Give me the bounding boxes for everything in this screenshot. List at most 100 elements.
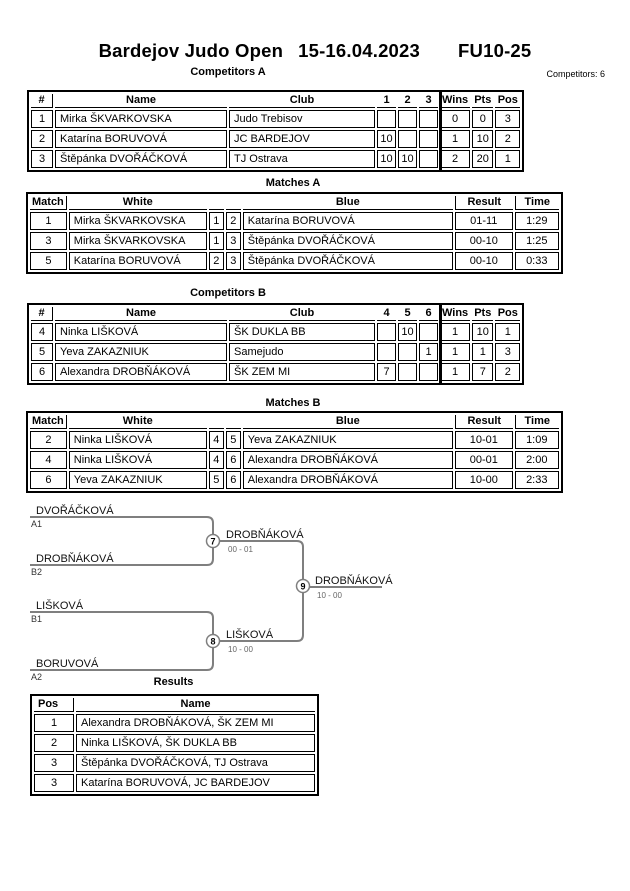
round-score-cell: [398, 130, 417, 148]
col-header-wins: Wins: [440, 307, 471, 321]
table-header-row: Pos Name: [34, 698, 315, 712]
match-number: 9: [300, 582, 305, 592]
knockout-bracket: DVOŘÁČKOVÁ A1 DROBŇÁKOVÁ B2 LIŠKOVÁ B1 B…: [30, 504, 393, 682]
pts-cell: 20: [472, 150, 494, 168]
blue-name-cell: Alexandra DROBŇÁKOVÁ: [242, 451, 453, 469]
col-header-round: 2: [398, 94, 417, 108]
time-cell: 2:00: [514, 451, 559, 469]
col-header-num: #: [31, 307, 53, 321]
name-cell: Mirka ŠKVARKOVSKA: [55, 110, 227, 128]
club-cell: TJ Ostrava: [229, 150, 375, 168]
blue-seed-cell: 3: [225, 232, 241, 250]
club-cell: JC BARDEJOV: [229, 130, 375, 148]
blue-seed-cell: 3: [225, 252, 241, 270]
match-num-cell: 5: [30, 252, 67, 270]
match-row: 3 Mirka ŠKVARKOVSKA 1 3 Štěpánka DVOŘÁČK…: [30, 232, 559, 250]
pos-cell: 3: [34, 754, 74, 772]
competitor-row: 1 Mirka ŠKVARKOVSKA Judo Trebisov 0 0 3: [31, 110, 521, 128]
wins-cell: 1: [440, 130, 471, 148]
white-seed-cell: 5: [208, 471, 224, 489]
match-row: 5 Katarína BORUVOVÁ 2 3 Štěpánka DVOŘÁČK…: [30, 252, 559, 270]
blue-seed-cell: 5: [225, 431, 241, 449]
stats-divider-line: [439, 90, 442, 172]
blue-seed-cell: 6: [225, 451, 241, 469]
time-cell: 1:29: [514, 212, 559, 230]
time-cell: 2:33: [514, 471, 559, 489]
round-score-cell: [419, 150, 438, 168]
club-cell: Samejudo: [229, 343, 375, 361]
pos-cell: 1: [495, 323, 521, 341]
seed-name: DVOŘÁČKOVÁ: [36, 504, 114, 517]
pos-cell: 3: [34, 774, 74, 792]
round-score-cell: [419, 323, 438, 341]
matches-b-table: Match White Blue Result Time 2 Ninka LIŠ…: [26, 411, 563, 493]
blue-name-cell: Štěpánka DVOŘÁČKOVÁ: [242, 232, 453, 250]
col-header-club: Club: [229, 307, 375, 321]
col-header-spacer: [225, 415, 241, 429]
name-cell: Alexandra DROBŇÁKOVÁ: [55, 363, 227, 381]
pos-cell: 3: [495, 343, 521, 361]
round-score-cell: 1: [419, 343, 438, 361]
match-num-cell: 2: [30, 431, 67, 449]
match-row: 1 Mirka ŠKVARKOVSKA 1 2 Katarína BORUVOV…: [30, 212, 559, 230]
pts-cell: 0: [472, 110, 494, 128]
col-header-pts: Pts: [472, 94, 494, 108]
wins-cell: 1: [440, 363, 471, 381]
result-row: 3 Katarína BORUVOVÁ, JC BARDEJOV: [34, 774, 315, 792]
competitor-row: 2 Katarína BORUVOVÁ JC BARDEJOV 10 1 10 …: [31, 130, 521, 148]
white-seed-cell: 1: [208, 232, 224, 250]
competitor-row: 4 Ninka LIŠKOVÁ ŠK DUKLA BB 10 1 10 1: [31, 323, 521, 341]
pos-cell: 3: [495, 110, 521, 128]
wins-cell: 1: [440, 323, 471, 341]
name-cell: Štěpánka DVOŘÁČKOVÁ, TJ Ostrava: [76, 754, 315, 772]
num-cell: 5: [31, 343, 53, 361]
competitors-table: # Name Club 4 5 6 Wins Pts Pos 4 Ninka L…: [27, 303, 525, 385]
result-cell: 10-01: [454, 431, 513, 449]
result-row: 3 Štěpánka DVOŘÁČKOVÁ, TJ Ostrava: [34, 754, 315, 772]
col-header-wins: Wins: [440, 94, 471, 108]
col-header-name: Name: [55, 94, 227, 108]
round-score-cell: 10: [377, 150, 396, 168]
name-cell: Ninka LIŠKOVÁ: [55, 323, 227, 341]
col-header-spacer: [208, 196, 224, 210]
match-row: 6 Yeva ZAKAZNIUK 5 6 Alexandra DROBŇÁKOV…: [30, 471, 559, 489]
matches-table: Match White Blue Result Time 2 Ninka LIŠ…: [26, 411, 563, 493]
table-header-row: # Name Club 4 5 6 Wins Pts Pos: [31, 307, 521, 321]
matches-b-title: Matches B: [265, 397, 321, 409]
winner-name: DROBŇÁKOVÁ: [315, 574, 393, 587]
competitors-count: Competitors: 6: [546, 69, 605, 79]
num-cell: 1: [31, 110, 53, 128]
name-cell: Katarína BORUVOVÁ, JC BARDEJOV: [76, 774, 315, 792]
table-header-row: Match White Blue Result Time: [30, 196, 559, 210]
col-header-match: Match: [30, 196, 67, 210]
match-score: 00 - 01: [228, 545, 253, 554]
match-number-circle: [205, 533, 221, 549]
result-cell: 00-01: [454, 451, 513, 469]
col-header-time: Time: [514, 415, 559, 429]
col-header-pos: Pos: [495, 307, 521, 321]
blue-seed-cell: 2: [225, 212, 241, 230]
match-num-cell: 3: [30, 232, 67, 250]
col-header-pts: Pts: [472, 307, 494, 321]
pos-cell: 2: [34, 734, 74, 752]
num-cell: 4: [31, 323, 53, 341]
seed-label: A2: [31, 672, 42, 682]
club-cell: ŠK DUKLA BB: [229, 323, 375, 341]
round-score-cell: [398, 110, 417, 128]
seed-name: LIŠKOVÁ: [36, 599, 84, 612]
page-title: Bardejov Judo Open 15-16.04.2023 FU10-25: [0, 40, 630, 62]
winner-name: LIŠKOVÁ: [226, 628, 274, 641]
competitor-row: 5 Yeva ZAKAZNIUK Samejudo 1 1 1 3: [31, 343, 521, 361]
white-seed-cell: 4: [208, 451, 224, 469]
num-cell: 3: [31, 150, 53, 168]
white-name-cell: Katarína BORUVOVÁ: [68, 252, 207, 270]
num-cell: 2: [31, 130, 53, 148]
seed-label: A1: [31, 519, 42, 529]
blue-name-cell: Alexandra DROBŇÁKOVÁ: [242, 471, 453, 489]
wins-cell: 2: [440, 150, 471, 168]
wins-cell: 0: [440, 110, 471, 128]
results-title: Results: [153, 676, 194, 688]
pos-cell: 1: [34, 714, 74, 732]
competitor-row: 3 Štěpánka DVOŘÁČKOVÁ TJ Ostrava 10 10 2…: [31, 150, 521, 168]
round-score-cell: [419, 130, 438, 148]
